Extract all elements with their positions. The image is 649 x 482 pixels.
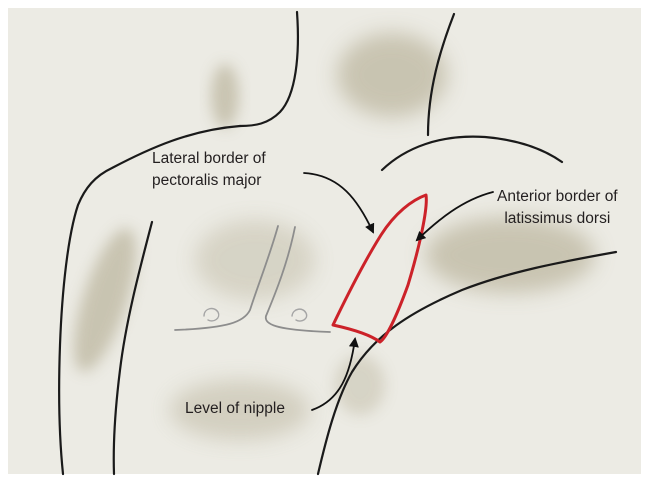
label-pectoralis-line1: Lateral border of	[152, 148, 266, 170]
label-latissimus-line2: latissimus dorsi	[497, 208, 618, 230]
label-level-of-nipple: Level of nipple	[185, 398, 285, 420]
shading-sternum	[195, 220, 315, 300]
shading-shoulder-left	[211, 64, 239, 128]
label-latissimus-dorsi: Anterior border of latissimus dorsi	[497, 186, 618, 230]
label-latissimus-line1: Anterior border of	[497, 186, 618, 208]
label-nipple-text: Level of nipple	[185, 398, 285, 420]
label-pectoralis-line2: pectoralis major	[152, 170, 266, 192]
label-pectoralis-major: Lateral border of pectoralis major	[152, 148, 266, 192]
